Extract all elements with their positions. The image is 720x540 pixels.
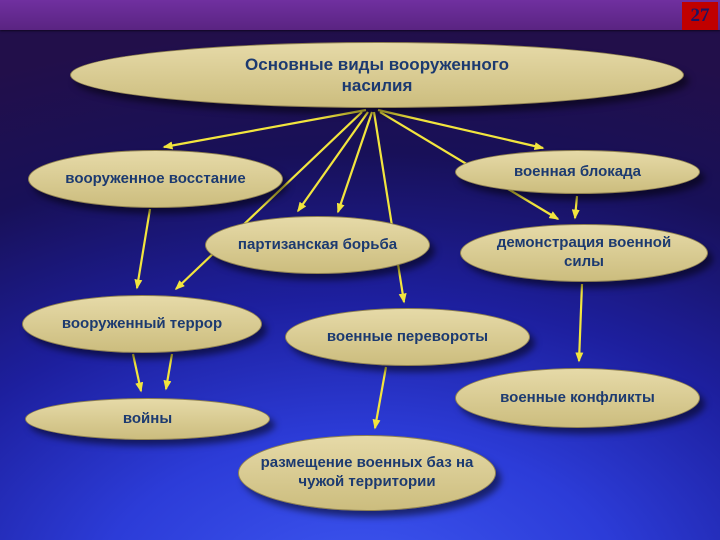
arrow [134,208,152,290]
arrow [575,283,584,363]
node-wars-label: войны [122,409,173,427]
node-military-coups: военные перевороты [285,308,530,366]
slide-title: Основные виды вооруженного насилия [245,54,509,95]
page-number-badge: 27 [682,2,718,30]
arrow [163,353,174,391]
title-ellipse: Основные виды вооруженного насилия [70,42,684,108]
node-armed-uprising-label: вооруженное восстание [65,169,246,187]
node-military-blockade: военная блокада [455,150,700,194]
node-force-demonstration: демонстрация военной силы [460,224,708,282]
arrow [372,111,407,304]
node-partisan-struggle: партизанская борьба [205,216,430,274]
top-bar [0,0,720,30]
node-foreign-bases-label: размещение военных баз на чужой территор… [260,454,474,490]
arrow [571,195,580,220]
arrow [372,366,388,430]
node-force-demonstration-label: демонстрация военной силы [496,234,672,270]
arrow [131,353,144,393]
node-armed-terror: вооруженный террор [22,295,262,353]
node-military-conflicts-label: военные конфликты [500,388,655,406]
arrow [162,108,367,150]
node-partisan-struggle-label: партизанская борьба [237,235,398,253]
node-foreign-bases: размещение военных баз на чужой территор… [238,435,496,511]
arrow [377,108,545,150]
node-military-coups-label: военные перевороты [326,327,489,345]
node-armed-terror-label: вооруженный террор [61,314,223,332]
node-military-blockade-label: военная блокада [513,162,641,180]
arrow [297,111,369,213]
node-armed-uprising: вооруженное восстание [28,150,283,208]
node-military-conflicts: военные конфликты [455,368,700,428]
arrow [336,111,374,214]
node-wars: войны [25,398,270,440]
